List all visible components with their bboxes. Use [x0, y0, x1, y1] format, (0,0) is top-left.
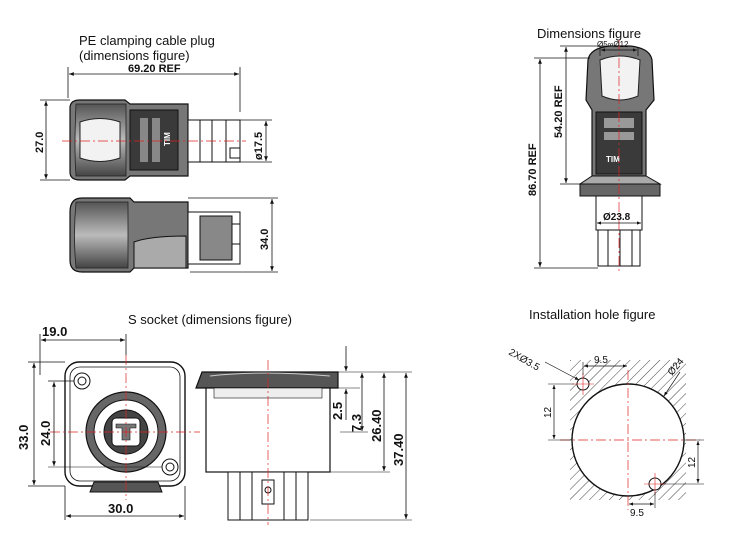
hole-title: Installation hole figure [529, 307, 656, 322]
socket-26-40-label: 26.40 [369, 409, 384, 442]
installation-hole-view: 2XØ3.5 9.5 Ø24 12 12 9.5 [507, 347, 704, 519]
plug-title-line1: PE clamping cable plug [79, 33, 215, 48]
vertical-length-54-label: 54.20 REF [553, 85, 565, 138]
plug-brand-label: TIM [163, 132, 172, 146]
plug-title-line2: (dimensions figure) [79, 48, 190, 63]
plug-dia-label: ø17.5 [253, 132, 265, 160]
socket-33-label: 33.0 [16, 425, 31, 450]
plug-length-label: 69.20 REF [128, 63, 181, 75]
hole-12-right-label: 12 [687, 456, 698, 468]
socket-front-view: 19.0 33.0 24.0 30.0 [16, 324, 200, 520]
dims-title: Dimensions figure [537, 26, 642, 41]
hole-count-label: 2XØ3.5 [507, 347, 542, 374]
socket-2-5-label: 2.5 [330, 402, 345, 420]
plug-height-label: 27.0 [34, 132, 46, 153]
socket-7-3-label: 7.3 [349, 414, 364, 432]
socket-side-view: 2.5 7.3 26.40 37.40 [195, 346, 412, 525]
socket-24-label: 24.0 [38, 421, 53, 446]
vertical-length-86-label: 86.70 REF [527, 143, 539, 196]
vertical-brand-label: TIM [606, 155, 620, 164]
plug-top-view: 69.20 REF TIM 27.0 ø17.5 [34, 63, 272, 181]
vertical-dia-label: Ø23.8 [603, 212, 631, 223]
socket-30-label: 30.0 [108, 501, 133, 516]
hole-9-5-top-label: 9.5 [594, 355, 608, 366]
vertical-top-dia-label: Ø5∞Ø12 [597, 40, 629, 49]
socket-19-label: 19.0 [42, 324, 67, 339]
plug-side-height-label: 34.0 [259, 229, 271, 250]
hole-9-5-bottom-label: 9.5 [630, 508, 644, 519]
hole-12-left-label: 12 [543, 406, 554, 418]
socket-37-40-label: 37.40 [391, 433, 406, 466]
vertical-dimensions-view: TIM Ø5∞Ø12 54.20 REF 86.70 REF Ø23.8 [527, 40, 662, 272]
socket-title: S socket (dimensions figure) [128, 312, 293, 327]
plug-side-view: 34.0 [69, 197, 278, 273]
